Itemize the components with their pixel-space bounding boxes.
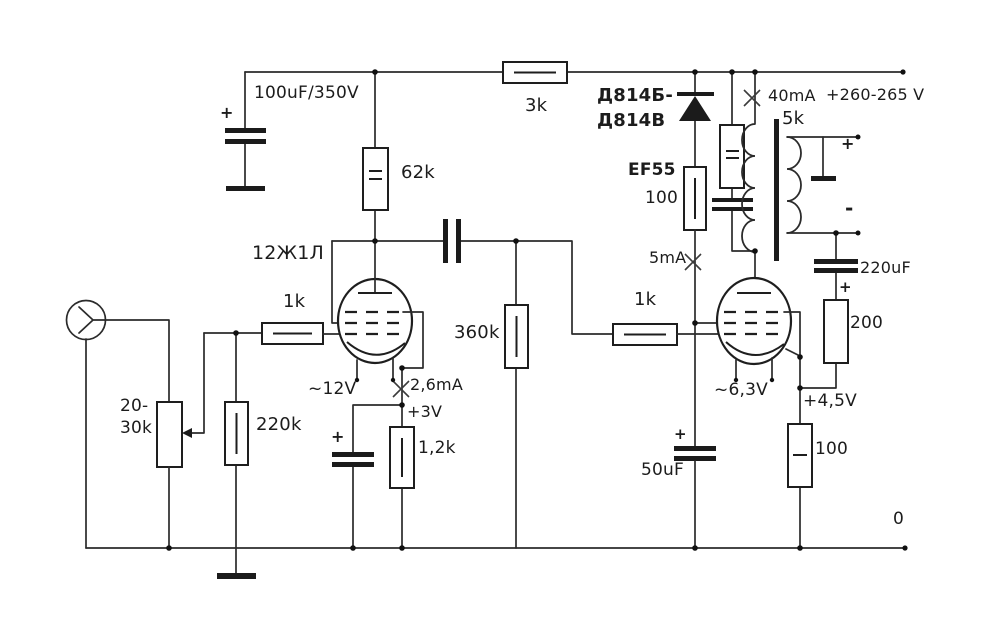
input-connector bbox=[65, 299, 170, 549]
junction-dots bbox=[166, 69, 908, 551]
label-resistor-62k: 62k bbox=[401, 162, 435, 183]
cathode-resistor-100-v2 bbox=[787, 387, 813, 549]
label-current-5mA: 5mA bbox=[649, 248, 687, 267]
current-mark-2-6mA bbox=[392, 380, 410, 398]
plus-sign-220uF: + bbox=[839, 278, 852, 296]
output-cap-feedback-chain bbox=[799, 232, 858, 389]
label-current-2-6mA: 2,6mA bbox=[410, 375, 463, 394]
label-cap-220uF: 220uF bbox=[860, 258, 911, 277]
grid-leak-360k bbox=[504, 240, 529, 549]
label-resistor-3k: 3k bbox=[525, 95, 548, 116]
label-tube1-12zh1l: 12Ж1Л bbox=[252, 242, 325, 264]
coupling-capacitor bbox=[443, 219, 461, 263]
anode-resistor-62k bbox=[362, 71, 389, 242]
label-cathode-resistor-100: 100 bbox=[815, 439, 849, 459]
output-transformer-5k bbox=[741, 71, 859, 294]
zener-diode-d814 bbox=[677, 71, 714, 168]
label-cap-50uF: 50uF bbox=[641, 460, 684, 480]
label-supply-voltage: +260-265 V bbox=[826, 85, 925, 104]
label-resistor-220k: 220k bbox=[256, 414, 302, 435]
plus-sign-psu-cap: + bbox=[220, 103, 234, 122]
label-tube2-ef55: EF55 bbox=[628, 160, 676, 180]
label-bias-4-5V: +4,5V bbox=[803, 391, 857, 411]
label-heater-v1: ~12V bbox=[308, 379, 357, 399]
grid-stopper-1k-v2 bbox=[612, 323, 727, 346]
label-resistor-1k2: 1,2k bbox=[418, 438, 456, 458]
label-pot-line2: 30k bbox=[120, 418, 153, 438]
grid-stopper-1k-v1 bbox=[261, 322, 348, 345]
label-screen-resistor-100: 100 bbox=[645, 188, 679, 208]
label-transformer-5k: 5k bbox=[782, 108, 805, 129]
label-heater-v2: ~6,3V bbox=[714, 380, 768, 400]
label-current-40mA: 40mA bbox=[768, 86, 816, 105]
label-zener-line2: Д814В bbox=[597, 110, 666, 131]
ground-symbol bbox=[217, 547, 256, 579]
tube-v2-ef55 bbox=[715, 276, 801, 389]
grid-leak-220k bbox=[224, 332, 249, 549]
zobel-network bbox=[712, 71, 756, 252]
screen-bypass-50uF bbox=[674, 446, 716, 549]
screen-resistor-100 bbox=[683, 166, 725, 447]
current-mark-5mA bbox=[684, 253, 702, 271]
cathode-network-v1 bbox=[332, 367, 415, 549]
label-zener-line1: Д814Б- bbox=[597, 85, 673, 106]
label-bias-3V: +3V bbox=[407, 402, 443, 421]
dropper-resistor-3k bbox=[502, 61, 568, 84]
plus-sign-50uF: + bbox=[674, 425, 687, 443]
volume-potentiometer bbox=[156, 332, 263, 549]
minus-sign-output: - bbox=[845, 196, 854, 220]
label-pot-line1: 20- bbox=[120, 396, 149, 416]
label-resistor-200: 200 bbox=[850, 313, 884, 333]
current-mark-40mA bbox=[743, 89, 761, 107]
label-resistor-1k-v2: 1k bbox=[634, 289, 657, 310]
plus-sign-bypass-cap: + bbox=[331, 427, 345, 446]
label-psu-cap: 100uF/350V bbox=[254, 83, 359, 103]
tube-v1-12zh1l bbox=[336, 240, 424, 379]
label-resistor-1k-v1: 1k bbox=[283, 291, 306, 312]
plus-sign-output: + bbox=[841, 134, 855, 153]
psu-filter-capacitor bbox=[225, 71, 266, 191]
label-zero-rail: 0 bbox=[893, 509, 905, 529]
label-resistor-360k: 360k bbox=[454, 322, 500, 343]
